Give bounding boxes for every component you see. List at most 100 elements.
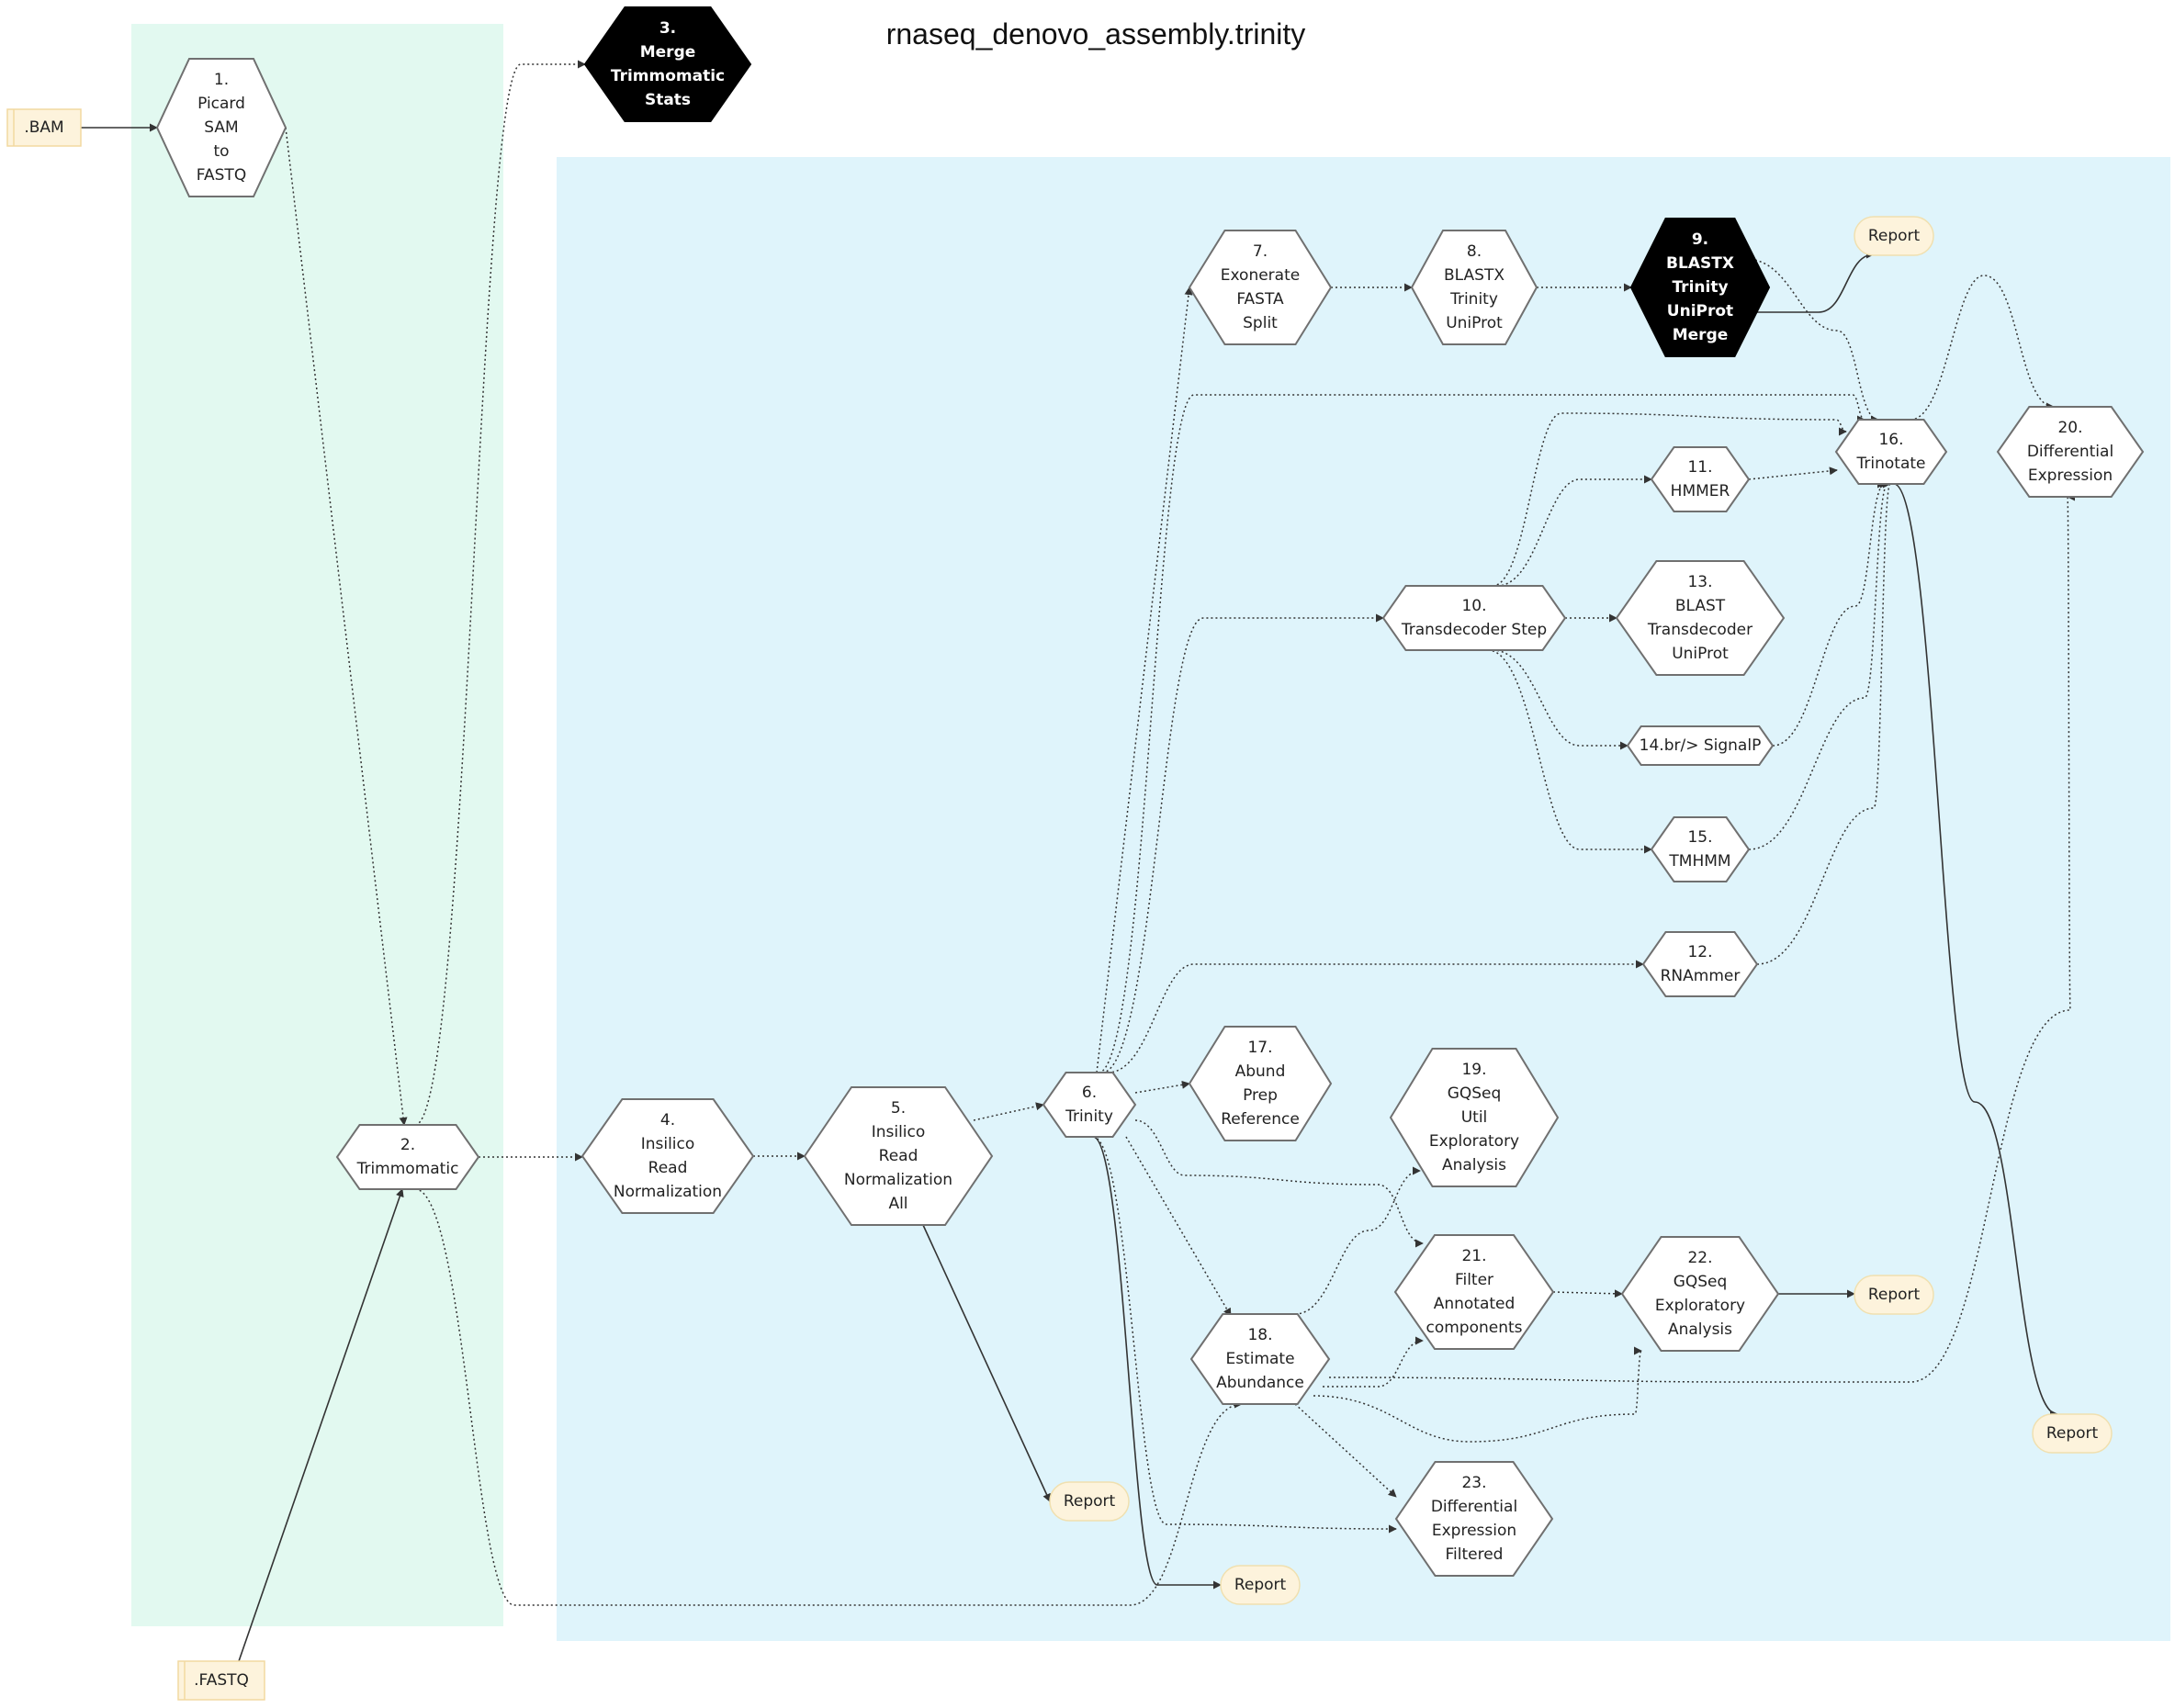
diagram-title: rnaseq_denovo_assembly.trinity: [886, 17, 1306, 51]
node-n1-label-line: to: [213, 142, 229, 161]
node-r16[interactable]: Report: [2032, 1413, 2113, 1454]
edge-n1-to-n2: [285, 127, 408, 1126]
node-n18-label-line: Abundance: [1216, 1374, 1304, 1392]
hexagon-shape: [1650, 446, 1751, 512]
node-n5-label-line: Insilico: [872, 1123, 926, 1141]
node-n2-label-line: 2.: [400, 1136, 415, 1154]
node-n13-label-line: 13.: [1687, 573, 1712, 591]
node-n9-label-line: 9.: [1692, 230, 1708, 249]
node-n8-label-line: 8.: [1467, 242, 1482, 261]
hexagon-shape: [583, 6, 752, 122]
node-r9-label-line: Report: [1868, 227, 1921, 245]
node-n17-label-line: Prep: [1243, 1086, 1278, 1105]
node-n15[interactable]: 15.TMHMM: [1650, 816, 1751, 882]
node-n3-label-line: 3.: [659, 19, 676, 38]
node-n21-label-line: 21.: [1461, 1247, 1486, 1265]
node-n17-label-line: 17.: [1247, 1039, 1272, 1057]
node-n16-label-line: Trinotate: [1856, 455, 1926, 473]
node-n21-label-line: components: [1426, 1319, 1522, 1337]
node-n14[interactable]: 14.br/> SignalP: [1626, 725, 1775, 766]
edge-n2-to-n3: [414, 60, 586, 1126]
node-n10[interactable]: 10.Transdecoder Step: [1381, 585, 1567, 651]
edge-n6-to-n10: [1101, 613, 1384, 1073]
hexagon-shape: [155, 58, 287, 197]
node-n16[interactable]: 16.Trinotate: [1834, 419, 1948, 485]
node-n12-label-line: RNAmmer: [1661, 967, 1741, 985]
node-n6[interactable]: 6. Trinity: [1042, 1072, 1137, 1138]
node-n2[interactable]: 2. Trimmomatic: [335, 1124, 480, 1190]
node-bam-label-line: .BAM: [24, 118, 63, 137]
node-n1-label-line: Picard: [197, 95, 245, 113]
node-n2-label-line: Trimmomatic: [356, 1160, 459, 1178]
edge-n9-to-n16: [1745, 258, 1879, 424]
edge-n18-to-n22: [1313, 1346, 1642, 1443]
edge-n6-to-n21: [1134, 1119, 1424, 1248]
node-r6[interactable]: Report: [1220, 1565, 1301, 1605]
edge-n10-to-n16: [1492, 412, 1847, 587]
edge-n10-to-n15: [1487, 649, 1652, 854]
node-n5-label-line: All: [888, 1195, 907, 1213]
cluster-blue: [557, 157, 2170, 1641]
node-n13-label-line: Transdecoder: [1647, 621, 1752, 639]
node-n13-label-line: BLAST: [1675, 597, 1726, 615]
node-n8-label-line: BLASTX: [1444, 266, 1504, 285]
node-n23-label-line: Differential: [1431, 1498, 1517, 1516]
hexagon-shape: [1410, 230, 1538, 345]
node-n19-label-line: Util: [1461, 1108, 1488, 1127]
edge-n6-to-r6: [1092, 1136, 1222, 1590]
node-n19-label-line: Analysis: [1442, 1156, 1506, 1174]
node-n18-label-line: Estimate: [1225, 1350, 1294, 1368]
node-n3-label-line: Merge: [640, 43, 696, 62]
hexagon-shape: [1188, 1026, 1333, 1141]
node-n19-label-line: Exploratory: [1429, 1132, 1519, 1151]
hexagon-shape: [803, 1086, 994, 1226]
hexagon-shape: [1381, 585, 1567, 651]
node-n19-label-line: GQSeq: [1448, 1084, 1502, 1103]
hexagon-shape: [1626, 725, 1775, 766]
node-fastq[interactable]: .FASTQ: [177, 1660, 265, 1701]
node-n5-label-line: Normalization: [844, 1171, 952, 1189]
hexagon-shape: [1389, 1048, 1560, 1187]
node-r9[interactable]: Report: [1854, 216, 1934, 256]
hexagon-shape: [1394, 1461, 1554, 1577]
node-n4-label-line: 4.: [660, 1111, 675, 1129]
node-bam[interactable]: .BAM: [6, 108, 82, 147]
node-n4-label-line: Read: [648, 1159, 688, 1177]
node-n11[interactable]: 11.HMMER: [1650, 446, 1751, 512]
node-n9-label-line: BLASTX: [1666, 254, 1734, 273]
edges-layer: [81, 60, 2077, 1662]
node-n15-label-line: 15.: [1687, 828, 1712, 847]
edge-fastq-to-n2: [238, 1188, 404, 1662]
edge-n6-to-n7: [1096, 287, 1193, 1073]
node-n12[interactable]: 12.RNAmmer: [1641, 931, 1759, 997]
node-n18-label-line: 18.: [1247, 1326, 1272, 1344]
hexagon-shape: [1615, 560, 1786, 676]
node-n6-label-line: 6.: [1082, 1084, 1097, 1102]
node-n3-label-line: Trimmomatic: [611, 67, 725, 85]
edge-n16-to-n20: [1910, 275, 2055, 421]
node-n11-label-line: 11.: [1687, 458, 1712, 477]
node-r22[interactable]: Report: [1854, 1275, 1934, 1315]
hexagon-shape: [1042, 1072, 1137, 1138]
node-n6-label-line: Trinity: [1065, 1107, 1113, 1126]
hexagon-shape: [1393, 1234, 1555, 1350]
node-n23-label-line: 23.: [1461, 1474, 1486, 1492]
node-r5[interactable]: Report: [1049, 1481, 1130, 1522]
edge-n14-to-n16: [1772, 479, 1886, 747]
